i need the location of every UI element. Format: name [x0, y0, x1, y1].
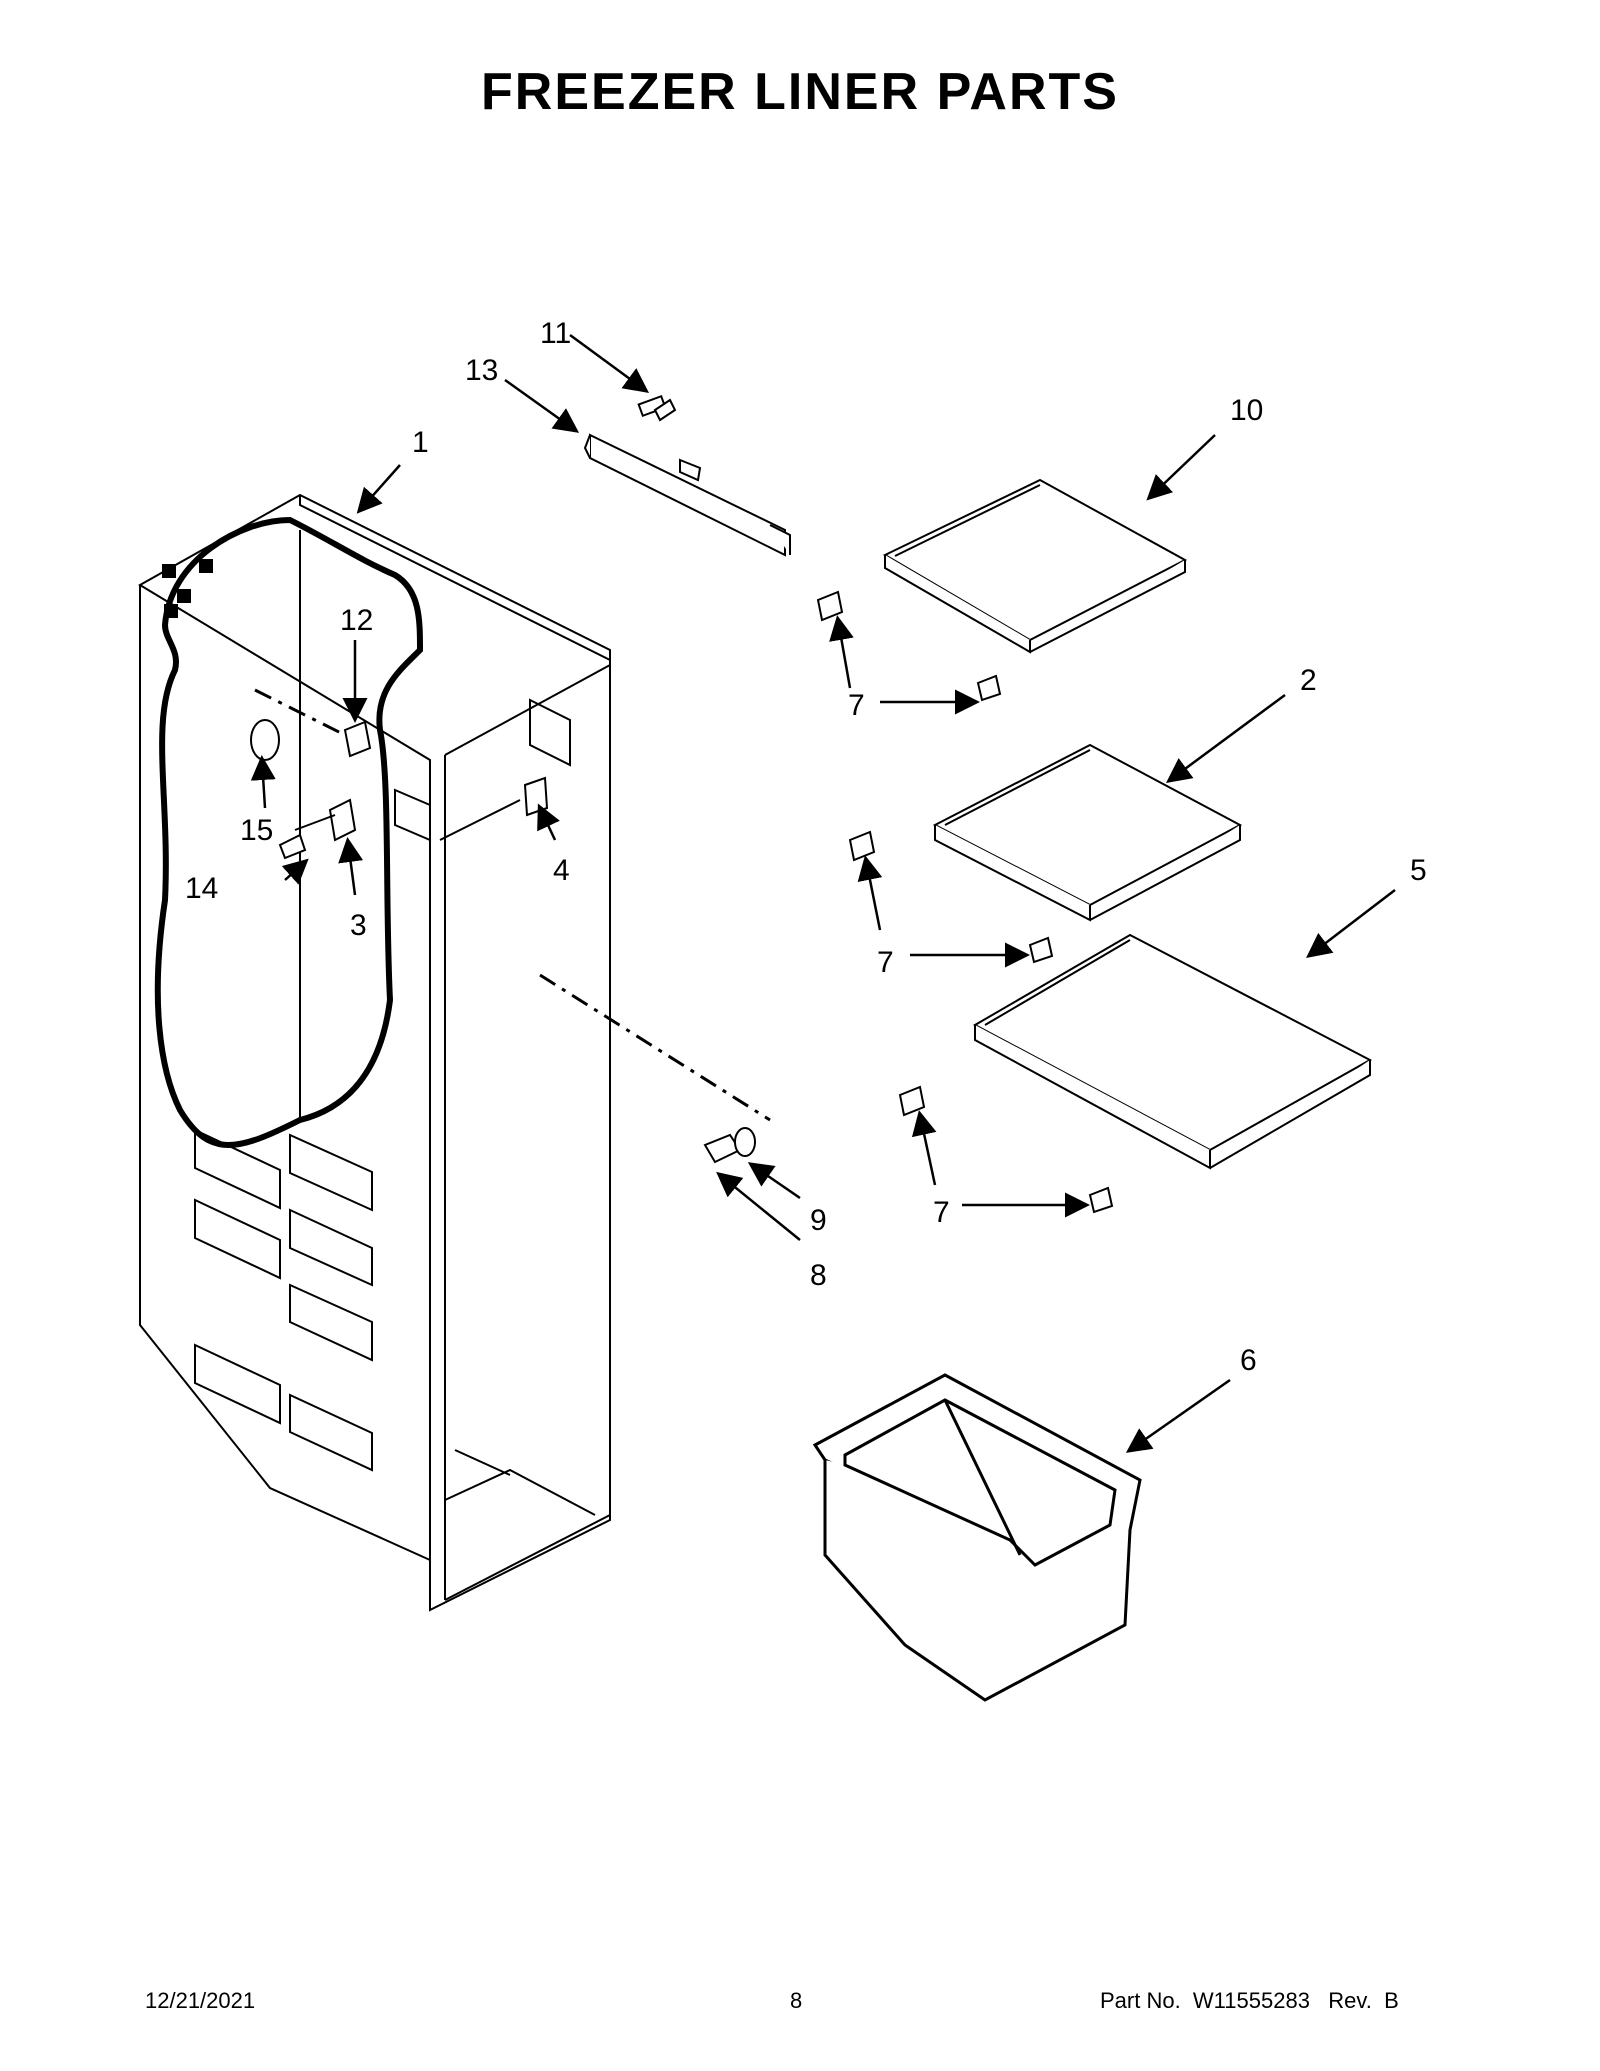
- shelf-supports: [816, 590, 1114, 1214]
- callout-6: 6: [1240, 1344, 1257, 1377]
- callout-4: 4: [553, 854, 570, 887]
- callout-1: 1: [412, 426, 429, 459]
- callout-7-middle: 7: [877, 946, 894, 979]
- callout-2: 2: [1300, 664, 1317, 697]
- callout-arrows: [250, 333, 1396, 1453]
- footer-date: 12/21/2021: [145, 1988, 256, 2013]
- callout-11: 11: [540, 317, 571, 350]
- callout-8: 8: [810, 1259, 827, 1292]
- callout-13: 13: [465, 354, 498, 387]
- shelf-10: [882, 478, 1188, 654]
- assembly-lines: [254, 688, 771, 1122]
- shelf-5: [972, 933, 1373, 1170]
- footer-page-number: 8: [790, 1988, 803, 2013]
- footer-part-number: Part No. W11555283 Rev. B: [1100, 1988, 1399, 2013]
- callout-12: 12: [340, 604, 373, 637]
- bracket-screw: [637, 394, 677, 422]
- top-bracket: [583, 433, 791, 557]
- leader-lines: [294, 799, 521, 841]
- callout-7-top: 7: [848, 689, 865, 722]
- page-title: FREEZER LINER PARTS: [481, 63, 1119, 121]
- callout-14: 14: [185, 872, 218, 905]
- callout-7-bottom: 7: [933, 1196, 950, 1229]
- callout-3: 3: [350, 909, 367, 942]
- callout-15: 15: [240, 814, 273, 847]
- freezer-liner: [138, 493, 611, 1612]
- crisper-bin: [812, 1373, 1142, 1702]
- shelf-2: [932, 743, 1243, 922]
- callout-10: 10: [1230, 394, 1263, 427]
- callout-9: 9: [810, 1204, 827, 1237]
- callout-5: 5: [1410, 854, 1427, 887]
